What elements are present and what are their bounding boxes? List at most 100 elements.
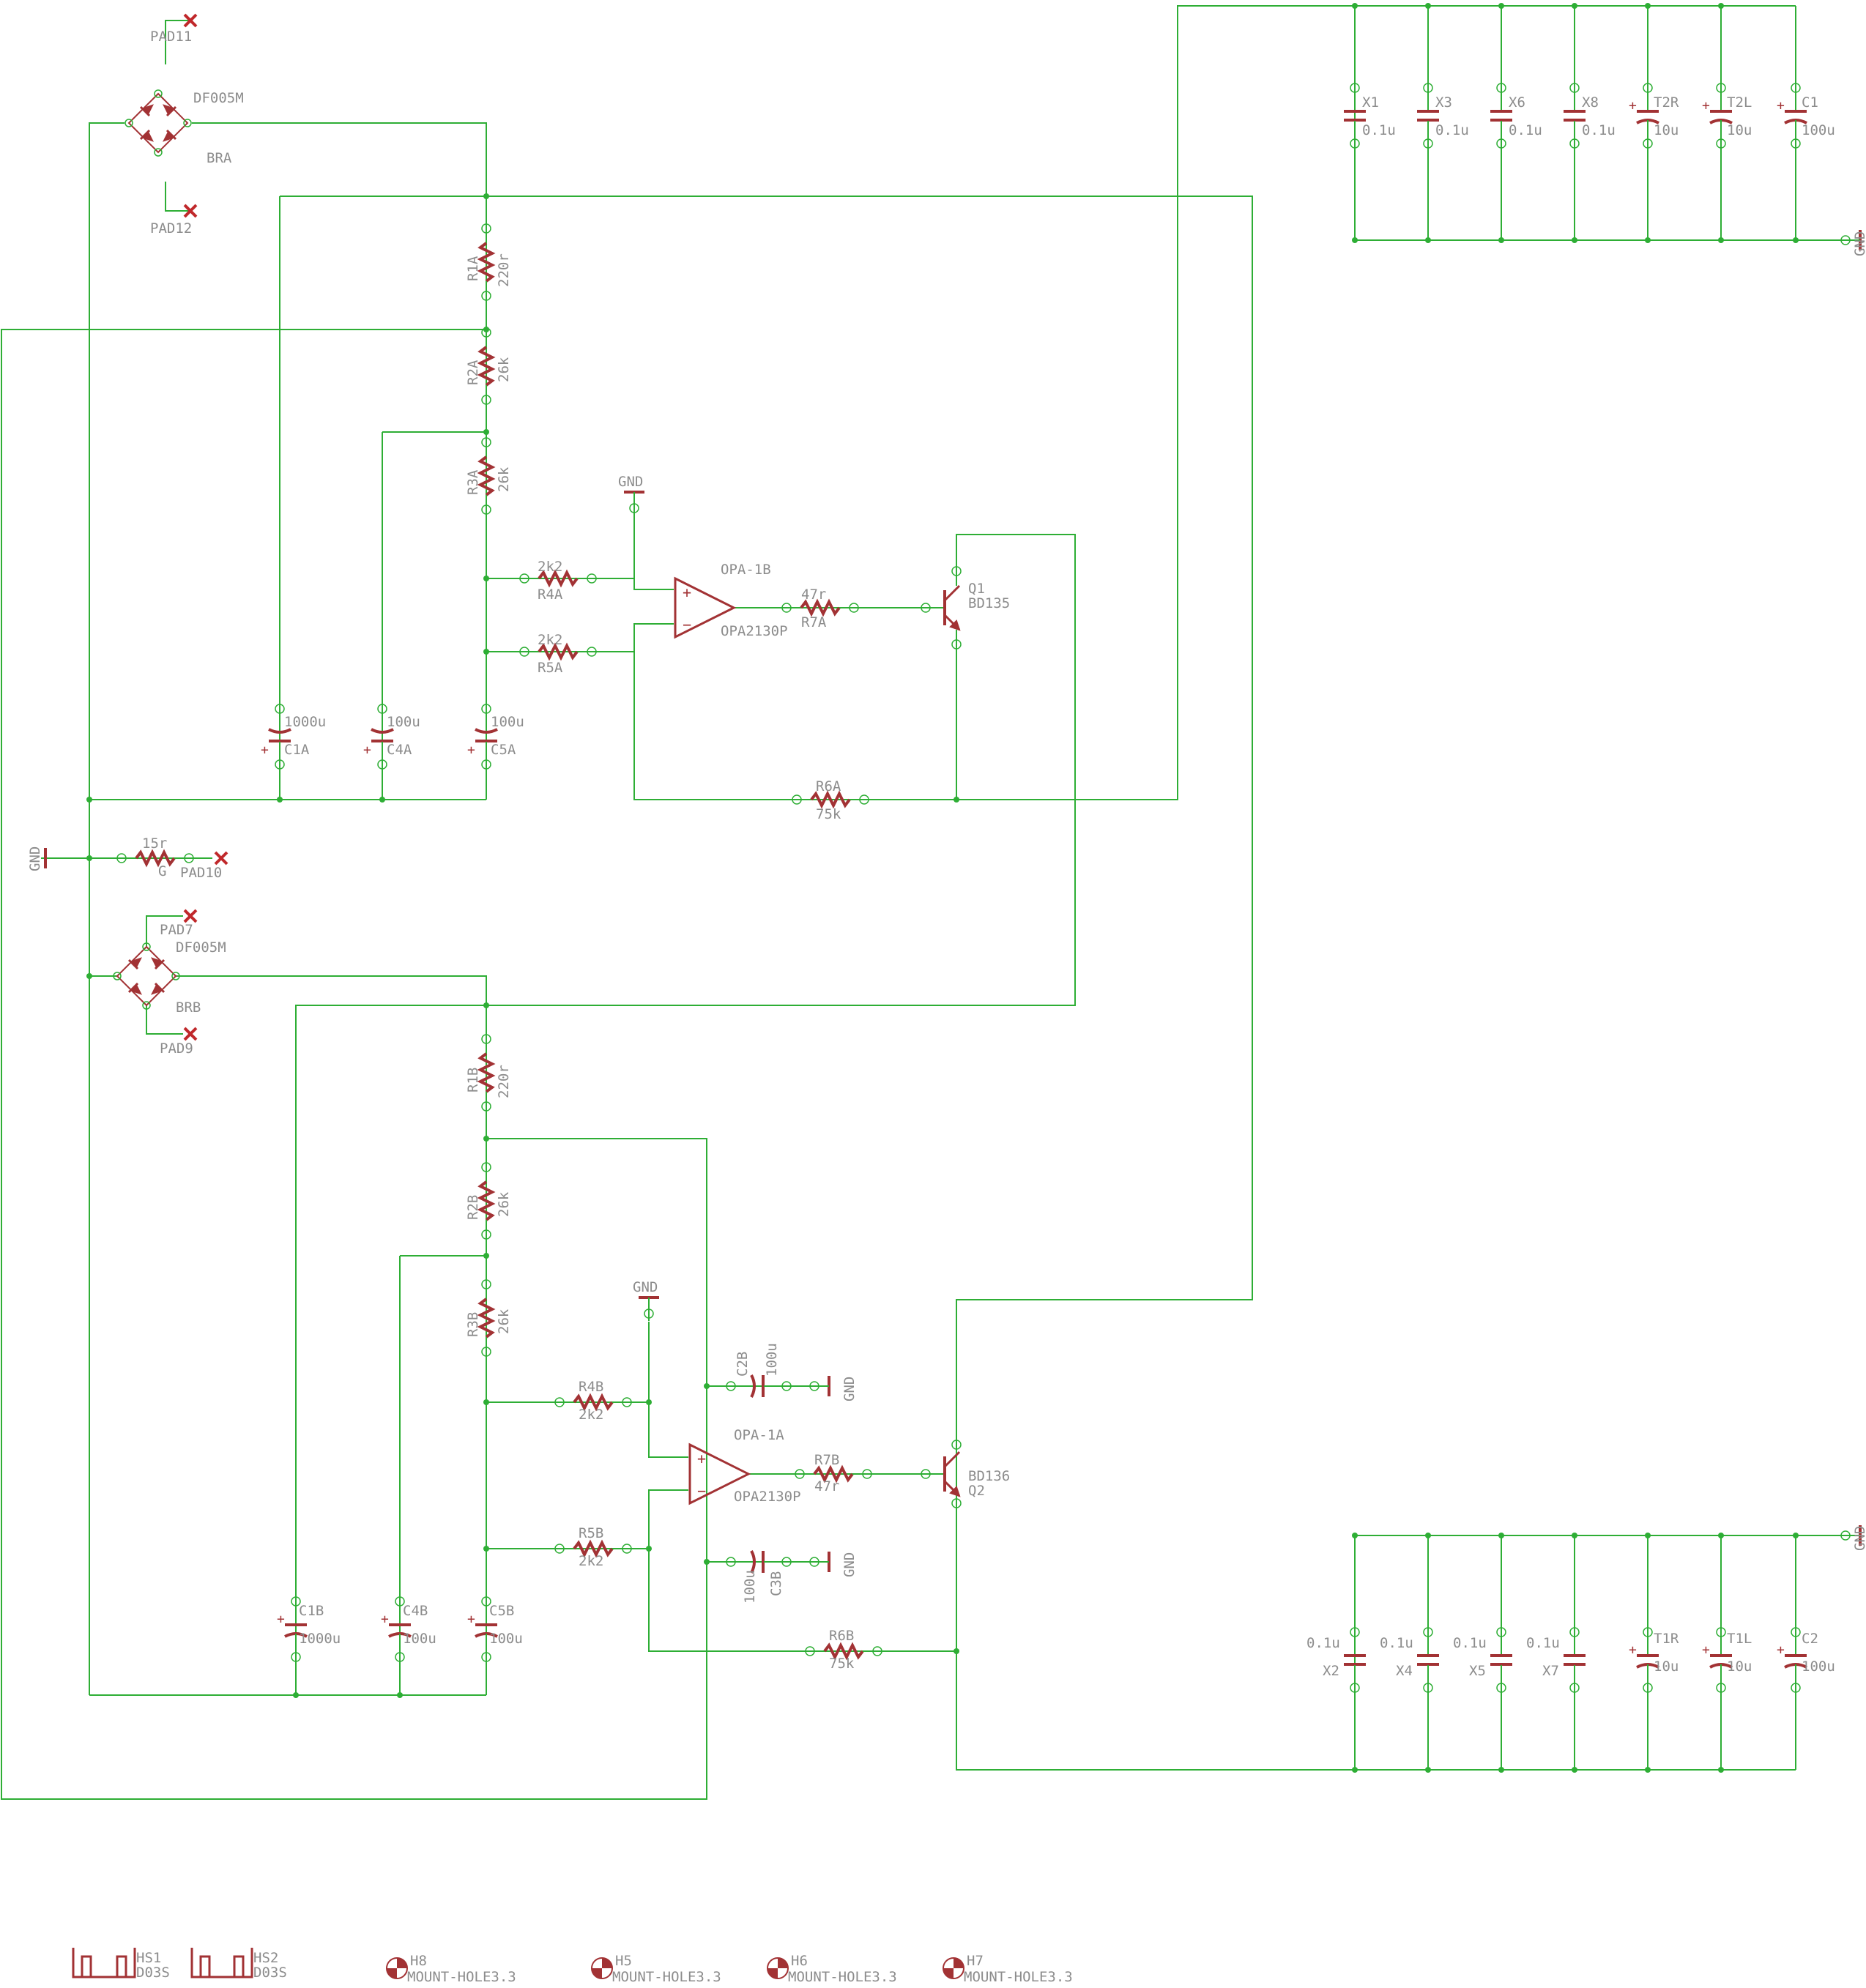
c5a-name: C5A bbox=[491, 742, 516, 758]
opa2130p-label-a: OPA2130P bbox=[721, 623, 788, 639]
c1b-value: 1000u bbox=[299, 1631, 341, 1647]
gnd-left-label: GND bbox=[27, 846, 43, 871]
r1b-name: R1B bbox=[465, 1068, 481, 1092]
r4a-name: R4A bbox=[538, 587, 563, 603]
t2r-label: T2R bbox=[1654, 94, 1679, 111]
wires-cap-banks bbox=[1354, 6, 1837, 1771]
x1-label: X1 bbox=[1362, 94, 1379, 111]
r2a-name: R2A bbox=[465, 360, 481, 385]
bra-label: BRA bbox=[207, 150, 232, 166]
t1l-value: 10u bbox=[1727, 1658, 1752, 1675]
c1-label: C1 bbox=[1802, 94, 1818, 111]
bridge-brb: PAD7 PAD9 DF005M BRB bbox=[112, 909, 226, 1057]
cap-c2b: C2B 100u GND bbox=[721, 1343, 858, 1401]
hs2-label: HS2 bbox=[253, 1950, 278, 1966]
junction-dots bbox=[86, 3, 1799, 1773]
r6a-name: R6A bbox=[816, 778, 841, 794]
r4a-value: 2k2 bbox=[538, 559, 562, 575]
r1a-name: R1A bbox=[465, 256, 481, 281]
opa1b-label: OPA-1B bbox=[721, 562, 771, 578]
r2a-value: 26k bbox=[496, 357, 512, 382]
h5-pkg: MOUNT-HOLE3.3 bbox=[612, 1969, 721, 1985]
x7-label: X7 bbox=[1542, 1663, 1559, 1679]
r3a-value: 26k bbox=[496, 466, 512, 492]
r6a-value: 75k bbox=[816, 806, 841, 822]
r6b-name: R6B bbox=[829, 1628, 854, 1644]
x7-value: 0.1u bbox=[1526, 1635, 1560, 1651]
t1r-value: 10u bbox=[1654, 1658, 1679, 1675]
cap-c1a: 1000u C1A bbox=[259, 699, 326, 775]
t1r-label: T1R bbox=[1654, 1631, 1679, 1647]
gnd-top-right-label: GND bbox=[1852, 231, 1866, 256]
h6-label: H6 bbox=[791, 1953, 808, 1969]
brb-label: BRB bbox=[176, 999, 201, 1016]
pad7-label: PAD7 bbox=[160, 922, 193, 938]
resistor-r4a: 2k2 R4A bbox=[516, 559, 601, 603]
q2-label: Q2 bbox=[968, 1483, 985, 1499]
resistor-r7b: R7B 47r bbox=[791, 1452, 876, 1494]
c2b-name: C2B bbox=[735, 1352, 751, 1377]
gnd-resistor-g: GND 15r G PAD10 bbox=[27, 835, 228, 881]
resistor-r4b: R4B 2k2 bbox=[551, 1379, 636, 1423]
pad10-label: PAD10 bbox=[180, 865, 222, 881]
r4b-name: R4B bbox=[579, 1379, 603, 1395]
resistor-r5a: 2k2 R5A bbox=[516, 632, 601, 676]
c1b-name: C1B bbox=[299, 1603, 324, 1619]
wires-section-a bbox=[1, 5, 1796, 1800]
t2l-label: T2L bbox=[1727, 94, 1752, 111]
t2l-value: 10u bbox=[1727, 122, 1752, 138]
cap-bank-bottom: 0.1u X2 0.1u X4 0.1u X5 0.1u X7 T1R 10u … bbox=[1306, 1524, 1866, 1770]
r3a-name: R3A bbox=[465, 469, 481, 495]
r6b-value: 75k bbox=[829, 1656, 855, 1672]
r5b-name: R5B bbox=[579, 1525, 603, 1541]
heatsinks: HS1 D03S HS2 D03S bbox=[72, 1948, 287, 1981]
x4-value: 0.1u bbox=[1380, 1635, 1413, 1651]
c5b-value: 100u bbox=[489, 1631, 523, 1647]
h5-label: H5 bbox=[615, 1953, 632, 1969]
cap-c3b: 100u C3B GND bbox=[721, 1549, 858, 1604]
opa1a-label: OPA-1A bbox=[734, 1427, 784, 1443]
resistor-r1a: R1A 220r bbox=[465, 220, 512, 305]
g-name: G bbox=[158, 863, 166, 879]
resistor-r2a: R2A 26k bbox=[465, 324, 512, 409]
c4a-name: C4A bbox=[387, 742, 412, 758]
gnd-label: GND bbox=[618, 474, 643, 490]
gnd-bottom-right-label: GND bbox=[1852, 1526, 1866, 1551]
r5a-value: 2k2 bbox=[538, 632, 562, 648]
c1a-value: 1000u bbox=[284, 714, 326, 730]
resistor-r3a: R3A 26k bbox=[465, 433, 512, 518]
resistor-r6a: R6A 75k bbox=[788, 778, 873, 822]
mount-hole-h8-icon bbox=[386, 1957, 408, 1979]
opa2130p-label-b: OPA2130P bbox=[734, 1489, 801, 1505]
c5a-value: 100u bbox=[491, 714, 524, 730]
x6-value: 0.1u bbox=[1509, 122, 1542, 138]
x5-label: X5 bbox=[1469, 1663, 1486, 1679]
q1-label: Q1 bbox=[968, 581, 985, 597]
opamp-opa-1a: OPA-1A OPA2130P bbox=[688, 1427, 801, 1505]
h8-label: H8 bbox=[410, 1953, 427, 1969]
h7-pkg: MOUNT-HOLE3.3 bbox=[964, 1969, 1073, 1985]
cap-c5a: 100u C5A bbox=[466, 699, 524, 775]
df005m-label: DF005M bbox=[193, 90, 244, 106]
x8-value: 0.1u bbox=[1582, 122, 1616, 138]
c1a-name: C1A bbox=[284, 742, 310, 758]
r1a-value: 220r bbox=[496, 253, 512, 287]
c4b-name: C4B bbox=[403, 1603, 428, 1619]
r3b-value: 26k bbox=[496, 1308, 512, 1334]
resistor-r6b: R6B 75k bbox=[801, 1628, 886, 1672]
hs1-label: HS1 bbox=[136, 1950, 161, 1966]
bd136-label: BD136 bbox=[968, 1468, 1010, 1484]
r5b-value: 2k2 bbox=[579, 1553, 603, 1569]
x5-value: 0.1u bbox=[1453, 1635, 1487, 1651]
resistor-r1b: R1B 220r bbox=[465, 1030, 512, 1115]
c2-value: 100u bbox=[1802, 1658, 1835, 1675]
x6-label: X6 bbox=[1509, 94, 1525, 111]
x4-label: X4 bbox=[1396, 1663, 1413, 1679]
pad11-label: PAD11 bbox=[150, 29, 192, 45]
pad9-label: PAD9 bbox=[160, 1040, 193, 1057]
pad12-label: PAD12 bbox=[150, 220, 192, 237]
x2-value: 0.1u bbox=[1306, 1635, 1340, 1651]
gnd-b-label: GND bbox=[633, 1279, 658, 1295]
t1l-label: T1L bbox=[1727, 1631, 1752, 1647]
x1-value: 0.1u bbox=[1362, 122, 1396, 138]
